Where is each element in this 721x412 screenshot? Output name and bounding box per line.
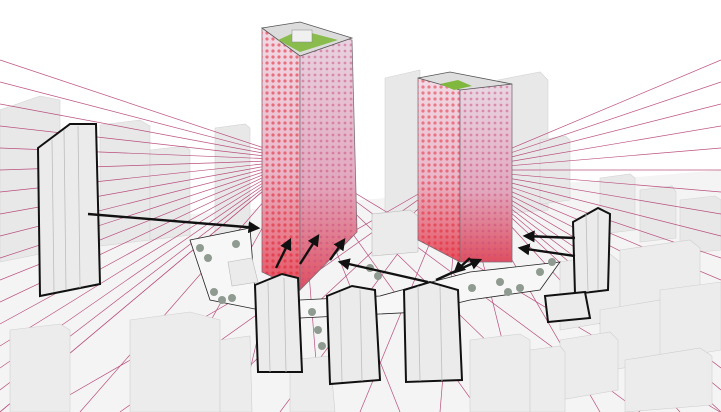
tree-icon bbox=[374, 272, 382, 280]
view-arrow bbox=[337, 258, 429, 284]
tree-icon bbox=[232, 240, 240, 248]
tower-b bbox=[417, 71, 513, 263]
viewer-building-east bbox=[571, 206, 612, 296]
sightline bbox=[0, 159, 301, 347]
tree-icon bbox=[468, 284, 476, 292]
view-arrow bbox=[435, 258, 483, 282]
viewer-building-east-low bbox=[543, 290, 592, 324]
tree-icon bbox=[516, 284, 524, 292]
roof-garden bbox=[440, 80, 472, 90]
viewer-building-south-1 bbox=[253, 272, 304, 373]
tree-icon bbox=[308, 308, 316, 316]
tree-icon bbox=[548, 258, 556, 266]
view-arrow bbox=[298, 233, 320, 265]
sightline bbox=[0, 59, 301, 161]
tree-icon bbox=[536, 268, 544, 276]
tree-cluster bbox=[196, 240, 556, 350]
tree-icon bbox=[228, 294, 236, 302]
tree-icon bbox=[504, 288, 512, 296]
tree-icon bbox=[196, 244, 204, 252]
tower-a bbox=[260, 21, 358, 291]
tree-icon bbox=[204, 254, 212, 262]
low-rise-block bbox=[227, 209, 419, 287]
view-arrow bbox=[517, 243, 576, 258]
tree-icon bbox=[314, 326, 322, 334]
tree-icon bbox=[218, 296, 226, 304]
view-arrow bbox=[329, 238, 346, 261]
tree-icon bbox=[318, 342, 326, 350]
view-arrows bbox=[87, 212, 576, 284]
viewer-building-south-3 bbox=[402, 280, 464, 384]
viewer-building-south-2 bbox=[325, 284, 382, 386]
tree-icon bbox=[210, 288, 218, 296]
sightline bbox=[0, 125, 301, 161]
viewer-building-west bbox=[36, 123, 102, 298]
view-arrow bbox=[274, 237, 292, 269]
view-arrow bbox=[87, 212, 261, 234]
sightline bbox=[0, 81, 301, 161]
tree-icon bbox=[496, 278, 504, 286]
sightline bbox=[0, 159, 301, 325]
view-arrow bbox=[522, 230, 576, 243]
viewer-building-ribs bbox=[51, 125, 599, 383]
sightline bbox=[0, 103, 301, 161]
